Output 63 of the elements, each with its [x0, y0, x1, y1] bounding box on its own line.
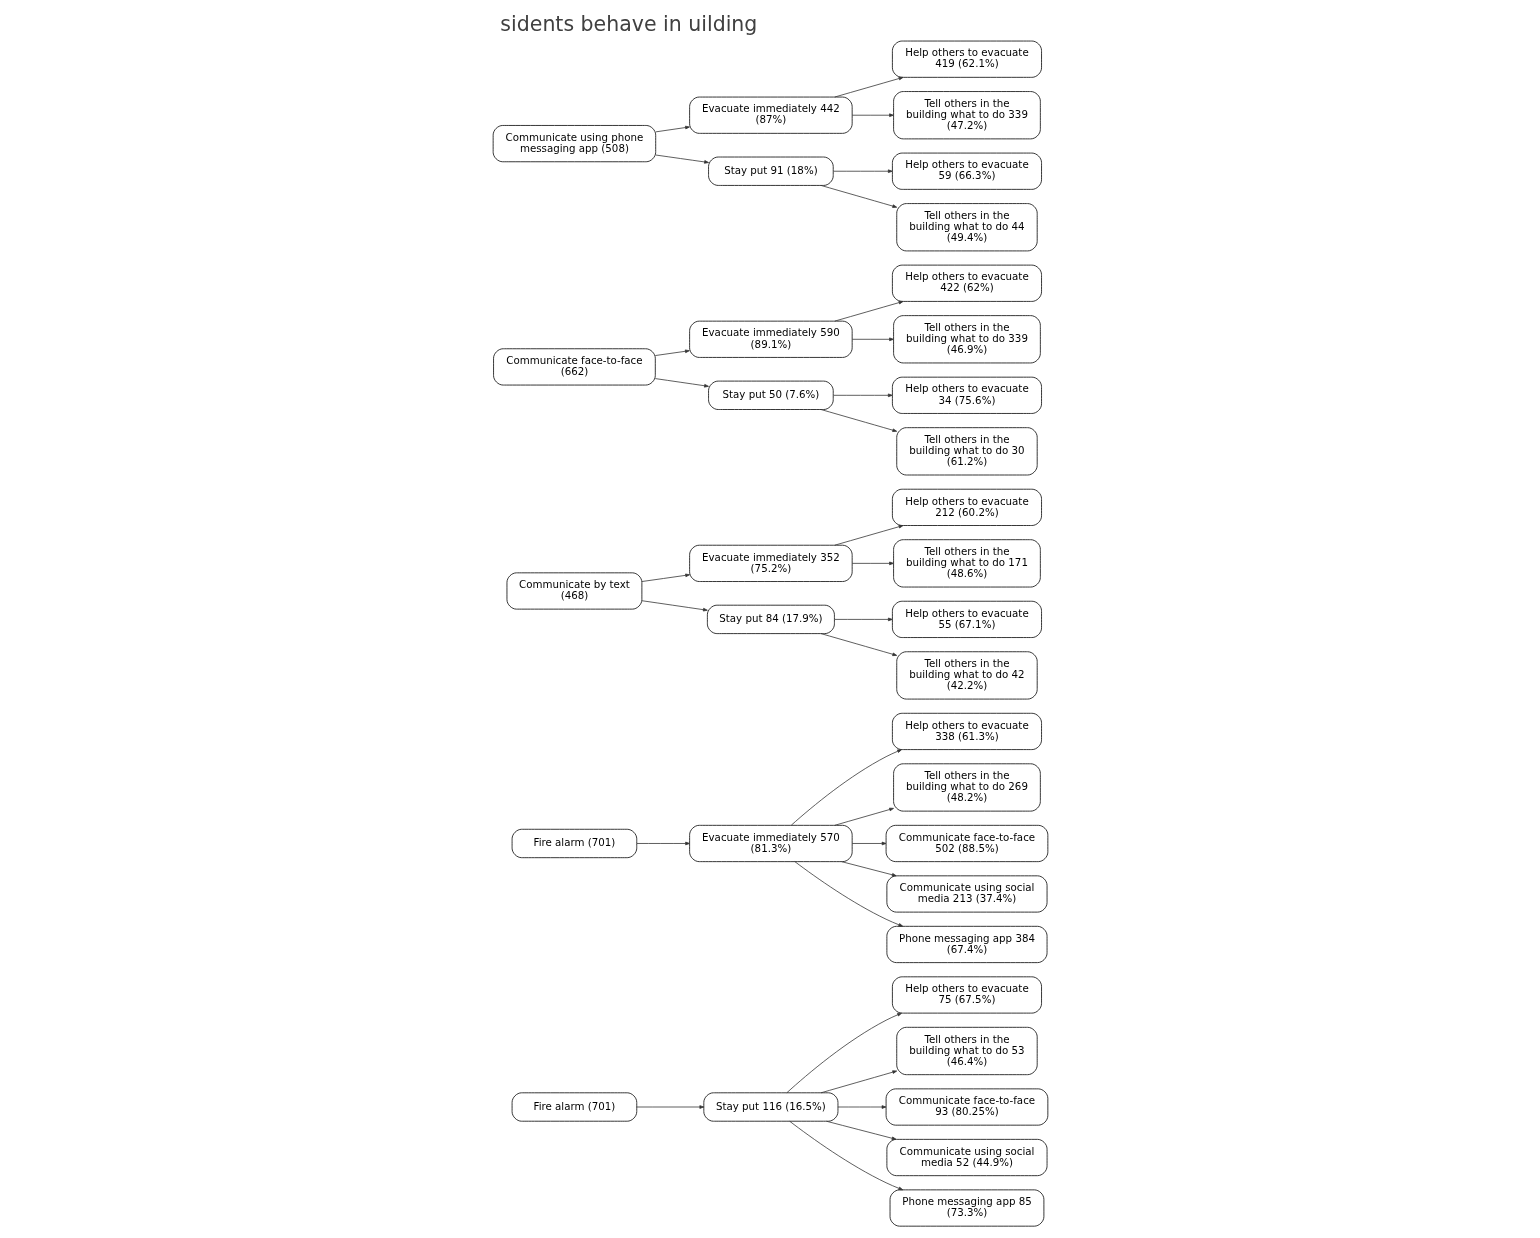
arrow	[655, 125, 690, 133]
arrow	[820, 185, 897, 208]
arrow	[833, 807, 894, 826]
node-box: Tell others in the building what to do 42 (42.2%)	[895, 651, 1038, 700]
node-box: Evacuate immediately 352 (75.2%)	[688, 544, 853, 582]
arrow	[641, 573, 690, 582]
node-box: Communicate face-to-face (662)	[492, 348, 656, 386]
node-box: Communicate face-to-face 93 (80.25%)	[885, 1088, 1048, 1126]
arrow	[825, 1120, 896, 1141]
arrow	[788, 1120, 903, 1191]
node-box: Tell others in the building what to do 44 (49.4%)	[895, 203, 1038, 252]
node-box: Tell others in the building what to do 53 (46.4%)	[895, 1026, 1038, 1076]
arrow	[654, 349, 690, 356]
arrow	[636, 841, 690, 846]
arrow	[793, 861, 903, 927]
arrow	[636, 1105, 704, 1109]
arrow	[851, 841, 886, 846]
node-box: Evacuate immediately 590 (89.1%)	[688, 320, 853, 358]
arrow	[833, 300, 903, 322]
arrow	[840, 861, 897, 877]
node-box: Communicate face-to-face 502 (88.5%)	[885, 824, 1048, 863]
arrow	[655, 154, 709, 164]
arrow	[641, 600, 708, 612]
node-box: Evacuate immediately 570 (81.3%)	[688, 824, 853, 863]
arrow	[833, 617, 893, 622]
node-box: Tell others in the building what to do 171 (48.6%)	[892, 539, 1041, 588]
node-box: Evacuate immediately 442 (87%)	[688, 96, 853, 134]
arrow	[851, 337, 894, 342]
arrow	[851, 561, 894, 566]
node-box: Stay put 116 (16.5%)	[702, 1092, 838, 1122]
arrow	[654, 378, 709, 388]
arrow	[851, 113, 894, 117]
node-box: Tell others in the building what to do 269 (48.2%)	[892, 763, 1041, 812]
arrow	[790, 749, 902, 826]
arrow	[832, 169, 893, 173]
arrow	[820, 633, 897, 657]
node-box: Help others to evacuate 59 (66.3%)	[891, 152, 1042, 190]
node-box: Tell others in the building what to do 339 (47.2%)	[892, 91, 1041, 140]
node-box: Help others to evacuate 75 (67.5%)	[891, 976, 1042, 1014]
node-box: Fire alarm (701)	[511, 828, 637, 859]
arrow	[833, 524, 903, 546]
node-box: Phone messaging app 85 (73.3%)	[889, 1189, 1044, 1227]
node-box: Stay put 50 (7.6%)	[707, 380, 834, 410]
node-box: Help others to evacuate 338 (61.3%)	[891, 712, 1042, 750]
arrow	[820, 1070, 897, 1094]
node-box: Tell others in the building what to do 339 (46.9%)	[892, 315, 1041, 364]
node-box: Help others to evacuate 422 (62%)	[891, 264, 1042, 302]
node-box: Stay put 91 (18%)	[707, 156, 834, 186]
arrow	[820, 409, 897, 432]
node-box: Tell others in the building what to do 30 (61.2%)	[895, 427, 1038, 476]
arrow	[832, 393, 893, 398]
node-box: Stay put 84 (17.9%)	[706, 604, 835, 634]
diagram-title: sidents behave in uilding	[499, 12, 757, 37]
node-box: Fire alarm (701)	[511, 1092, 637, 1122]
node-box: Help others to evacuate 419 (62.1%)	[891, 40, 1042, 78]
arrow	[833, 76, 903, 98]
arrow	[837, 1105, 886, 1109]
node-box: Communicate using phone messaging app (508)	[492, 125, 656, 163]
node-box: Communicate by text (468)	[506, 572, 642, 610]
node-box: Help others to evacuate 212 (60.2%)	[891, 488, 1042, 526]
node-box: Help others to evacuate 55 (67.1%)	[891, 600, 1042, 638]
arrow	[785, 1012, 902, 1094]
node-box: Help others to evacuate 34 (75.6%)	[891, 376, 1042, 414]
